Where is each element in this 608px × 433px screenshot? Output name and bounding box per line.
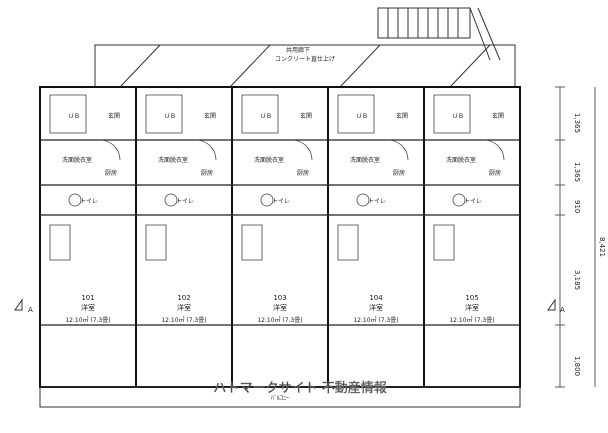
entrance-label-105: 玄関: [492, 112, 504, 120]
bath-label-103: ＵＢ: [260, 113, 272, 120]
kitchen-label-101: 厨房: [105, 169, 117, 177]
unit-type-105: 洋室: [465, 303, 479, 312]
unit-type-104: 洋室: [369, 303, 383, 312]
unit-area-102: 12.10㎡ (7.3畳): [161, 316, 206, 324]
dim-4: 3,185: [573, 270, 581, 290]
unit-number-105: 105: [465, 294, 478, 302]
washroom-label-105: 洗面脱衣室: [446, 156, 476, 164]
unit-area-101: 12.10㎡ (7.3畳): [65, 316, 110, 324]
kitchen-label-105: 厨房: [489, 169, 501, 177]
fixtures: [49, 94, 505, 261]
entrance-label-101: 玄関: [108, 112, 120, 120]
unit-labels: 101 洋室 12.10㎡ (7.3畳) 102 洋室 12.10㎡ (7.3畳…: [65, 294, 494, 324]
toilet-label-104: トイレ: [368, 198, 386, 205]
building-outline: [39, 86, 521, 388]
bath-label-101: ＵＢ: [68, 113, 80, 120]
bath-label-105: ＵＢ: [452, 113, 464, 120]
washroom-label-102: 洗面脱衣室: [158, 156, 188, 164]
unit-area-103: 12.10㎡ (7.3畳): [257, 316, 302, 324]
toilet-label-103: トイレ: [272, 198, 290, 205]
zone-lines: [40, 139, 520, 326]
unit-area-105: 12.10㎡ (7.3畳): [449, 316, 494, 324]
washroom-label-103: 洗面脱衣室: [254, 156, 284, 164]
dim-total: 8,421: [598, 237, 606, 257]
entrance-label-102: 玄関: [204, 112, 216, 120]
washroom-label-104: 洗面脱衣室: [350, 156, 380, 164]
toilet-label-102: トイレ: [176, 198, 194, 205]
dimension-labels: 1,365 1,365 910 3,185 1,800 8,421: [573, 113, 606, 376]
bath-label-102: ＵＢ: [164, 113, 176, 120]
unit-type-101: 洋室: [81, 303, 95, 312]
dimension-lines: [555, 86, 596, 388]
corridor-finish-label: コンクリート直仕上げ: [275, 55, 335, 63]
unit-number-102: 102: [177, 294, 190, 302]
dim-5: 1,800: [573, 356, 581, 376]
dim-2: 1,365: [573, 162, 581, 182]
unit-number-104: 104: [369, 294, 383, 302]
section-marker-left: A: [28, 306, 33, 314]
kitchen-label-102: 厨房: [201, 169, 213, 177]
unit-number-103: 103: [273, 294, 286, 302]
watermark: ハトマークサイト 不動産情報: [213, 380, 387, 396]
balcony: ﾊﾞﾙｺﾆｰ: [39, 386, 521, 408]
washroom-label-101: 洗面脱衣室: [62, 156, 92, 164]
room-labels: ＵＢ ＵＢ ＵＢ ＵＢ ＵＢ 玄関 玄関 玄関 玄関 玄関 洗面脱衣室 洗面脱衣…: [62, 112, 504, 205]
unit-area-104: 12.10㎡ (7.3畳): [353, 316, 398, 324]
toilet-label-105: トイレ: [464, 198, 482, 205]
unit-number-101: 101: [81, 294, 94, 302]
corridor-label: 共用廊下: [286, 46, 310, 54]
section-marker-right: A: [560, 306, 565, 314]
bath-label-104: ＵＢ: [356, 113, 368, 120]
kitchen-label-104: 厨房: [393, 169, 405, 177]
dim-3: 910: [573, 200, 581, 213]
dim-1: 1,365: [573, 113, 581, 133]
unit-dividers: [135, 87, 425, 387]
entrance-label-104: 玄関: [396, 112, 408, 120]
entrance-label-103: 玄関: [300, 112, 312, 120]
section-markers: [14, 298, 556, 311]
unit-type-103: 洋室: [273, 303, 287, 312]
toilet-label-101: トイレ: [80, 198, 98, 205]
unit-type-102: 洋室: [177, 303, 191, 312]
balcony-label: ﾊﾞﾙｺﾆｰ: [271, 395, 289, 402]
kitchen-label-103: 厨房: [297, 169, 309, 177]
staircase: [377, 7, 501, 61]
